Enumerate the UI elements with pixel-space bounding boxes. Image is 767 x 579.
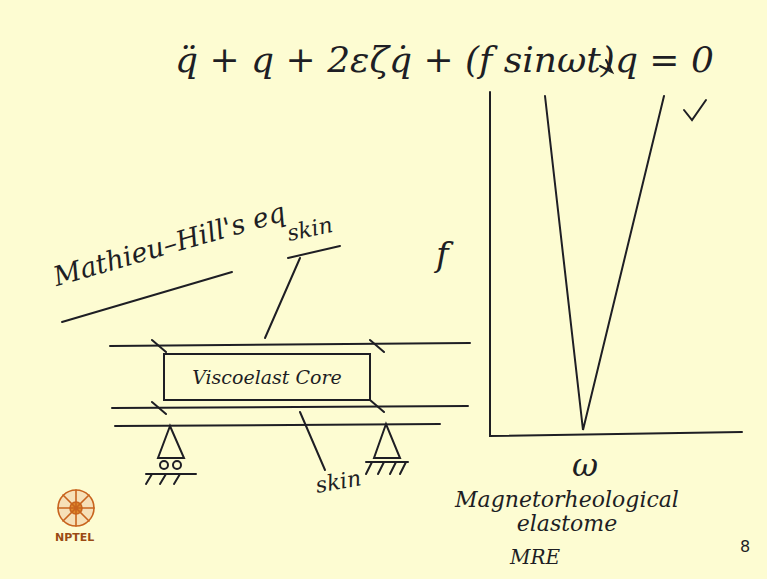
equation-name: Mathieu–Hill's eq [50,197,289,292]
top-skin-line [110,343,470,346]
box-text: Viscoelast Core [192,366,342,388]
chart-axes [490,92,742,436]
layer-label: skin [314,466,363,498]
corner-tick [152,340,384,414]
pin-support [158,426,184,458]
material-note: Magnetorheological elastome [452,488,682,536]
pin-support [374,424,400,458]
bottom-skin-line [115,424,440,426]
underline [288,246,340,258]
material-abbrev: MRE [510,546,560,568]
roller [160,461,168,469]
layer-label: skin [285,213,335,246]
page-number: 8 [740,538,750,556]
ground-hatch [366,462,408,474]
core-box: Viscoelast Core [163,353,371,401]
logo-text: NPTEL [55,532,94,544]
roller [173,461,181,469]
axis-label: ω [572,448,598,483]
instability-tongue [545,96,664,430]
ground-hatch [146,474,196,484]
leader-line [300,412,325,470]
leader-line [265,258,300,338]
check-mark [684,100,706,120]
nptel-logo [58,490,94,526]
equation: q̈ + q + 2εζq̇ + (f sinωt)q = 0 [175,40,714,80]
bottom-skin-line [112,406,468,408]
axis-label: f [436,236,449,273]
